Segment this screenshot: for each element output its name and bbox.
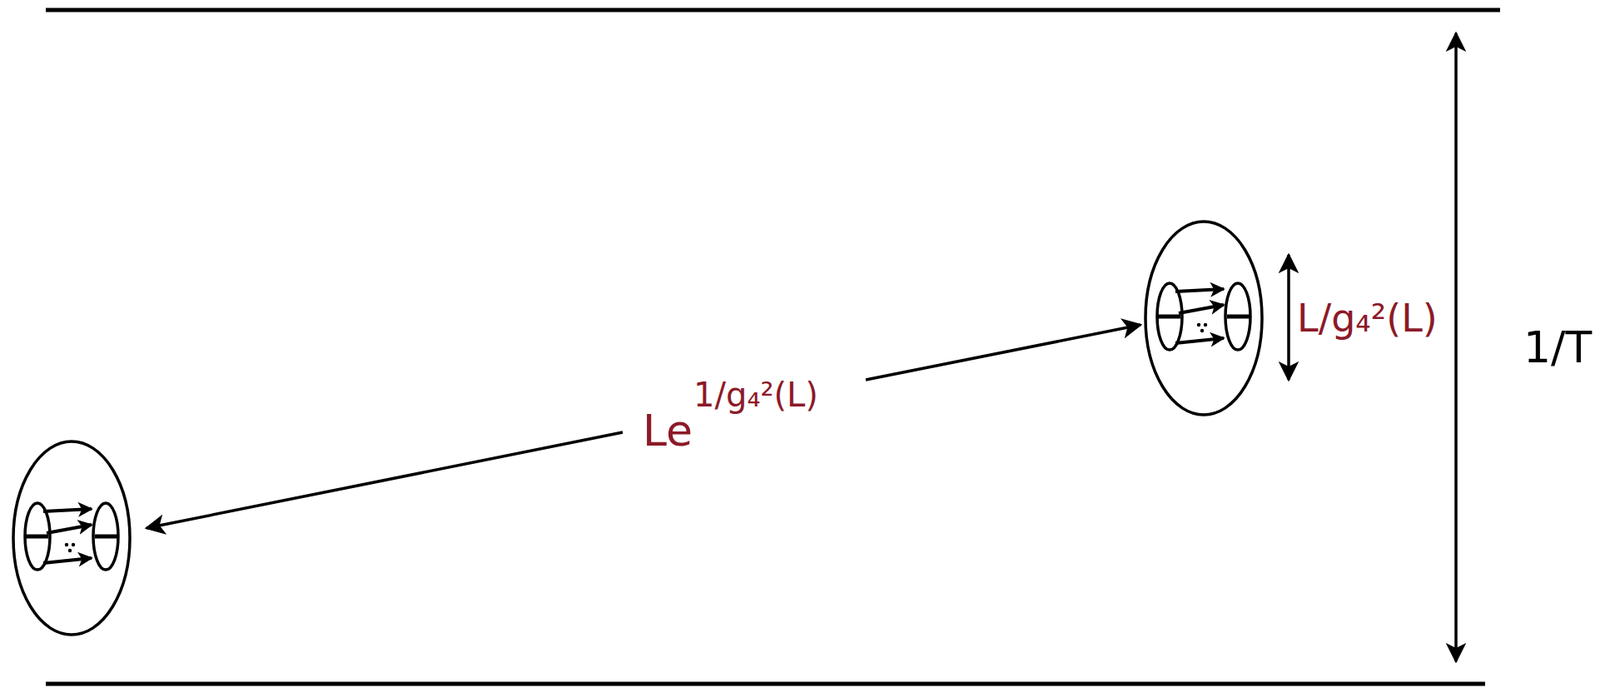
- exponent-label: 1/g₄²(L): [693, 377, 819, 412]
- period-label: 1/T: [1523, 325, 1592, 369]
- size-arrow: [1286, 254, 1291, 380]
- period-arrow: [1454, 33, 1458, 661]
- bottom-boundary: [45, 681, 1486, 686]
- top-boundary: [45, 8, 1501, 13]
- separation-arrow: [146, 432, 623, 528]
- separation-arrow: [865, 324, 1141, 380]
- monopole-left: [13, 441, 130, 635]
- size-label: L/g₄²(L): [1296, 298, 1438, 338]
- monopole-right: [1145, 221, 1263, 415]
- distance-label: Le: [642, 408, 693, 453]
